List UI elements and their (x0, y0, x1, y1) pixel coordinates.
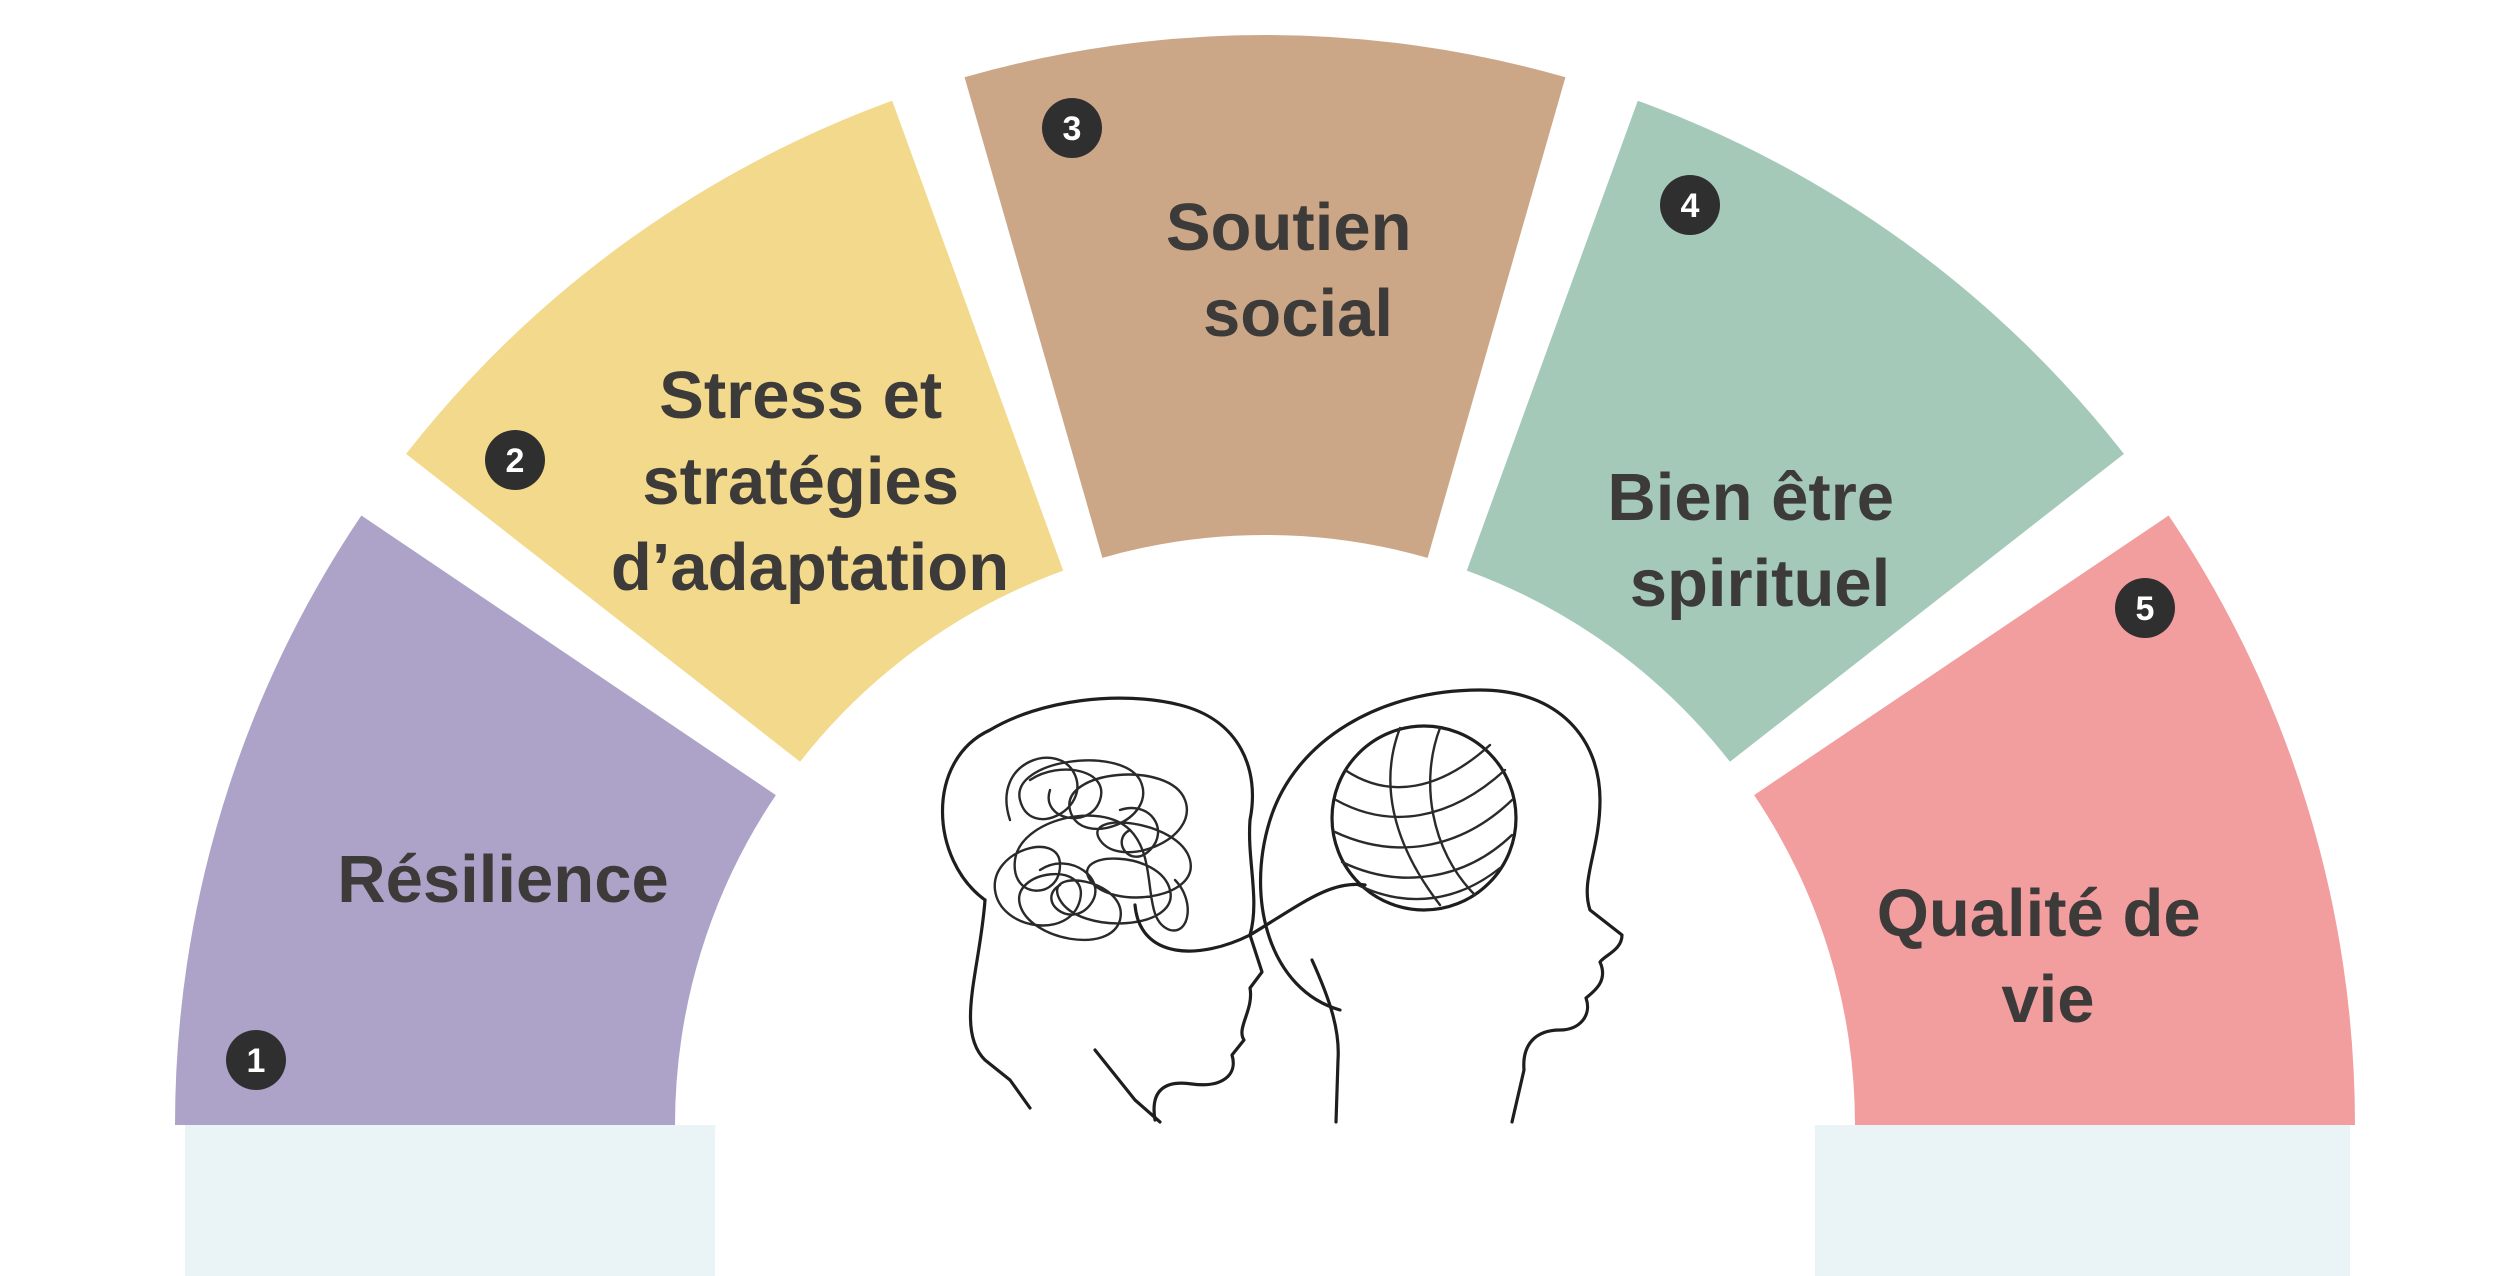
segment-label-social-support: Soutien social (1166, 190, 1430, 351)
two-heads-tangled-thoughts-and-yarn-ball-icon (940, 688, 1624, 1124)
center-disc (715, 590, 1815, 1276)
badge-3: 3 (1042, 98, 1102, 158)
svg-text:1: 1 (247, 1042, 266, 1080)
segment-resilience (175, 515, 776, 1125)
segment-number-badges: 1 2 3 4 5 (226, 98, 2175, 1090)
badge-5: 5 (2115, 578, 2175, 638)
segment-label-stress-adaptation: Stress et stratégies d’adaptation (611, 358, 1009, 605)
segment-quality-of-life (1754, 515, 2355, 1125)
badge-4: 4 (1660, 175, 1720, 235)
segment-stress-adaptation (406, 100, 1064, 762)
segment-label-resilience: Résilience (337, 842, 668, 917)
svg-text:2: 2 (506, 442, 525, 480)
svg-text:3: 3 (1063, 110, 1082, 148)
badge-2: 2 (485, 430, 545, 490)
badge-1: 1 (226, 1030, 286, 1090)
segment-labels: Résilience Stress et stratégies d’adapta… (337, 190, 2220, 1037)
segment-label-quality-of-life: Qualité de vie (1877, 876, 2220, 1037)
segment-social-support (964, 35, 1566, 558)
segment-spiritual-wellbeing (1466, 100, 2124, 762)
segment-label-spiritual-wellbeing: Bien être spirituel (1607, 460, 1912, 621)
svg-text:4: 4 (1681, 187, 1700, 225)
svg-text:5: 5 (2136, 590, 2155, 628)
arc-segments (175, 35, 2355, 1125)
